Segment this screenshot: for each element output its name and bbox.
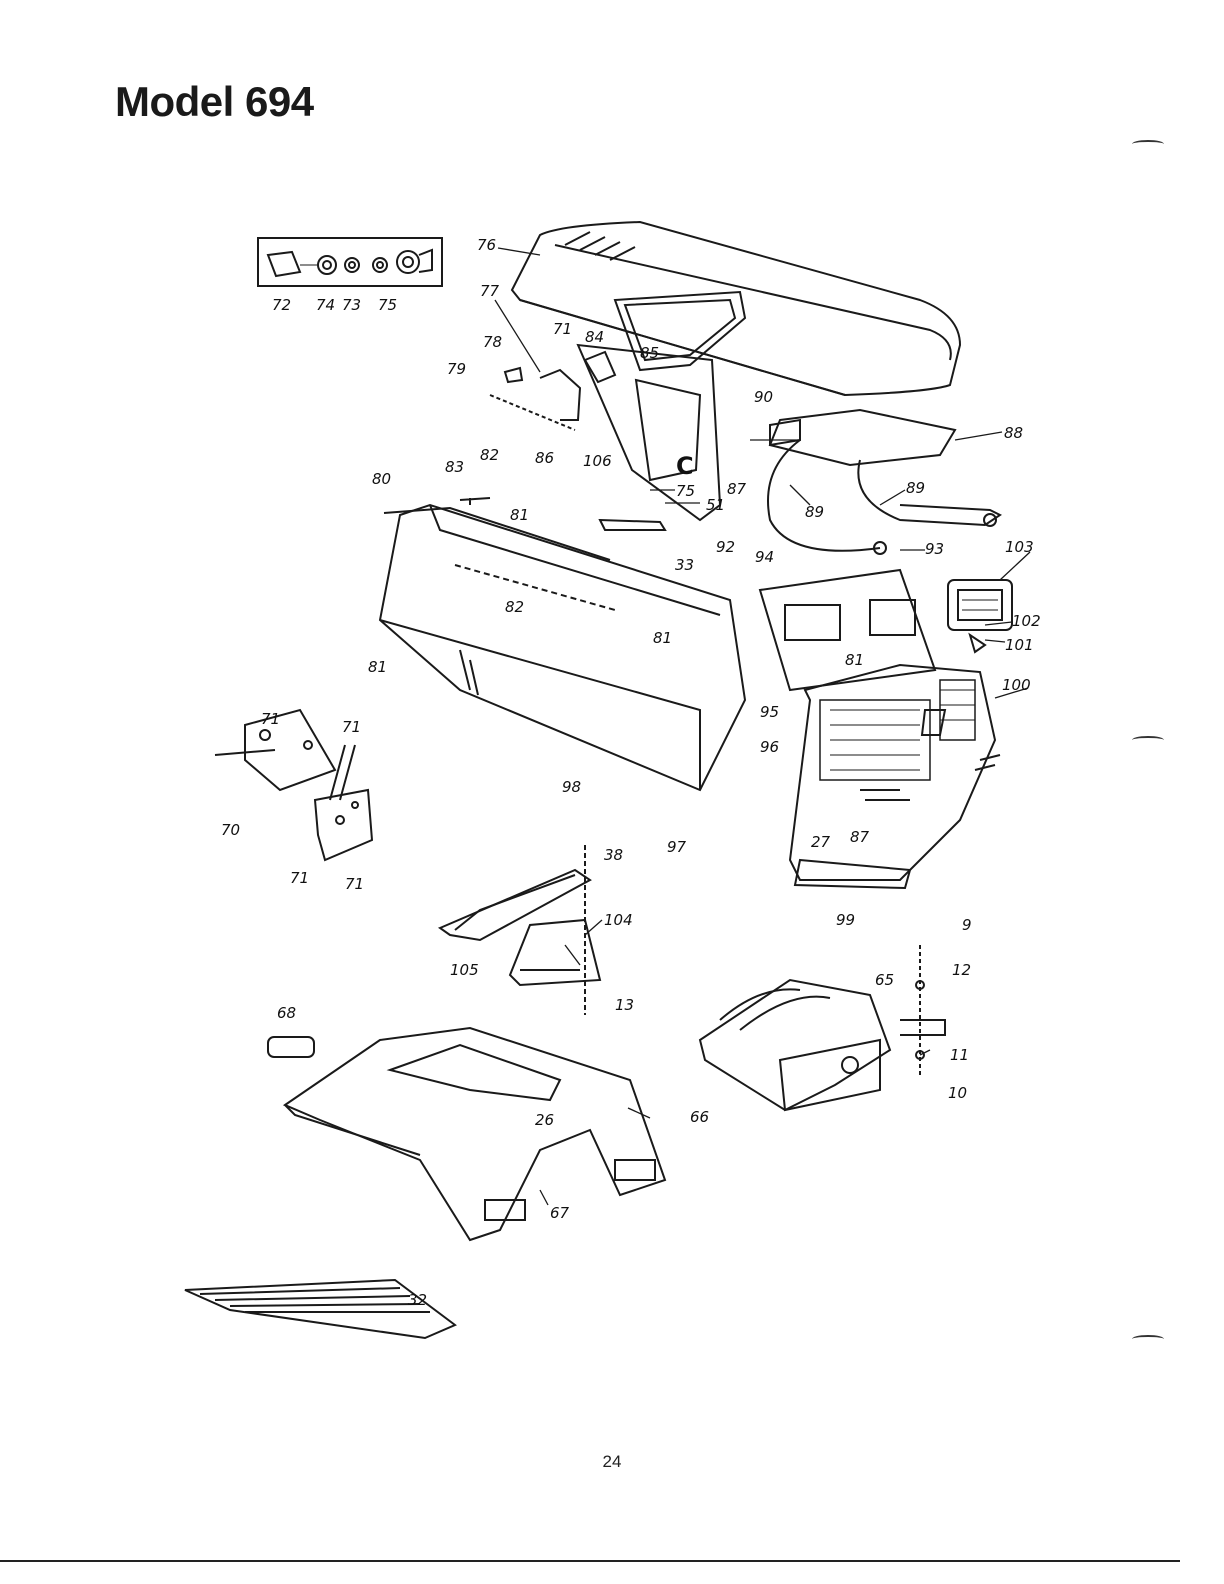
label-97: 97 [667, 838, 687, 856]
label-81: 81 [845, 651, 864, 669]
label-11: 11 [950, 1046, 969, 1064]
inset-part-labels: 72 74 73 75 [272, 296, 397, 314]
label-66: 66 [690, 1108, 709, 1126]
label-99: 99 [836, 911, 855, 929]
label-38: 38 [604, 846, 623, 864]
label-80: 80 [372, 470, 391, 488]
bracket-parts [383, 350, 617, 561]
label-76: 76 [477, 236, 496, 254]
label-106: 106 [583, 452, 612, 470]
label-79: 79 [447, 360, 466, 378]
label-104: 104 [604, 911, 633, 929]
ignition-switch-inset [257, 237, 443, 287]
label-85: 85 [640, 344, 659, 362]
dash-console-part [576, 290, 747, 531]
label-95: 95 [760, 703, 779, 721]
label-81: 81 [510, 506, 529, 524]
hood-body-part [378, 503, 747, 792]
label-71: 71 [261, 710, 280, 728]
grille-housing-part [788, 663, 1001, 890]
edge-mark [1132, 1335, 1164, 1343]
label-67: 67 [550, 1204, 570, 1222]
label-78: 78 [483, 333, 502, 351]
label-70: 70 [221, 821, 240, 839]
label-13: 13 [615, 996, 634, 1014]
label-86: 86 [535, 449, 554, 467]
label-71: 71 [553, 320, 572, 338]
label-72: 72 [272, 296, 291, 314]
page-title: Model 694 [115, 78, 314, 125]
label-100: 100 [1002, 676, 1031, 694]
label-103: 103 [1005, 538, 1034, 556]
label-87: 87 [850, 828, 870, 846]
label-73: 73 [342, 296, 361, 314]
label-10: 10 [948, 1084, 967, 1102]
label-9: 9 [962, 916, 972, 934]
label-81: 81 [653, 629, 672, 647]
mounting-bracket-part [437, 845, 602, 1015]
label-c: C [676, 452, 694, 480]
label-82: 82 [480, 446, 499, 464]
label-102: 102 [1012, 612, 1041, 630]
label-27: 27 [811, 833, 831, 851]
label-26: 26 [535, 1111, 554, 1129]
label-101: 101 [1005, 636, 1034, 654]
label-92: 92 [716, 538, 735, 556]
side-bracket-part [214, 708, 374, 862]
label-83: 83 [445, 458, 464, 476]
seat-part [510, 220, 962, 397]
part-labels: 76 77 71 84 78 85 79 90 88 80 83 82 86 1… [221, 236, 1041, 1309]
headlight-part [758, 568, 1013, 692]
seat-bracket-part [767, 408, 1002, 555]
page-number: 24 [602, 1452, 622, 1471]
label-71: 71 [342, 718, 361, 736]
edge-mark [1132, 140, 1164, 148]
label-94: 94 [755, 548, 774, 566]
label-12: 12 [952, 961, 971, 979]
label-90: 90 [754, 388, 773, 406]
label-32: 32 [408, 1291, 427, 1309]
bottom-rule [0, 1560, 1180, 1562]
label-33: 33 [675, 556, 694, 574]
label-81: 81 [368, 658, 387, 676]
label-65: 65 [875, 971, 894, 989]
label-75: 75 [378, 296, 397, 314]
label-84: 84 [585, 328, 604, 346]
label-71: 71 [290, 869, 309, 887]
label-51: 51 [706, 496, 725, 514]
label-98: 98 [562, 778, 581, 796]
label-88: 88 [1004, 424, 1023, 442]
frame-part [698, 945, 946, 1112]
fender-part [282, 1026, 667, 1242]
label-93: 93 [925, 540, 944, 558]
leader-lines [494, 247, 1031, 1206]
label-68: 68 [277, 1004, 296, 1022]
label-89: 89 [805, 503, 824, 521]
label-77: 77 [480, 282, 500, 300]
label-96: 96 [760, 738, 779, 756]
label-71: 71 [345, 875, 364, 893]
label-74: 74 [316, 296, 335, 314]
label-105: 105 [450, 961, 479, 979]
edge-mark [1132, 736, 1164, 744]
reflector-part [267, 1036, 315, 1058]
label-87: 87 [727, 480, 747, 498]
label-82: 82 [505, 598, 524, 616]
foot-plate-part [184, 1278, 457, 1340]
label-89: 89 [906, 479, 925, 497]
label-75: 75 [676, 482, 695, 500]
